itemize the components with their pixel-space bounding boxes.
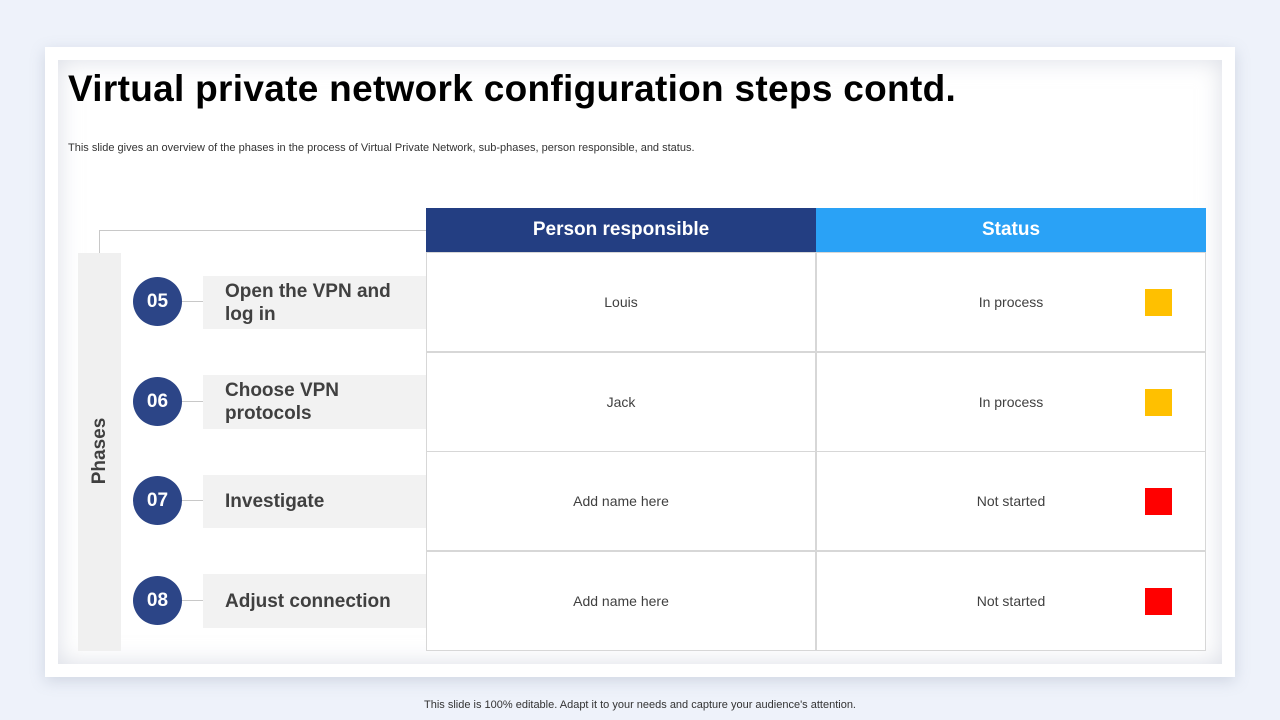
phase-label: Open the VPN and log in <box>225 280 391 325</box>
header-person-responsible: Person responsible <box>426 208 816 252</box>
status-text: Not started <box>976 493 1046 509</box>
phase-row-06: 06 Choose VPN protocols <box>121 352 426 452</box>
phases-label: Phases <box>89 417 110 485</box>
cell-status: Not started <box>816 551 1206 651</box>
phase-row-08: 08 Adjust connection <box>121 551 426 651</box>
cell-person: Add name here <box>426 551 816 651</box>
phase-box: Open the VPN and log in <box>203 276 426 329</box>
phase-label: Choose VPN protocols <box>225 380 340 424</box>
slide-footer-note: This slide is 100% editable. Adapt it to… <box>424 699 856 711</box>
header-status: Status <box>816 208 1206 252</box>
phases-bracket-line <box>99 230 427 253</box>
phase-number-badge: 05 <box>133 277 182 326</box>
cell-person: Jack <box>426 352 816 452</box>
phase-label: Adjust connection <box>225 590 391 612</box>
phase-number-badge: 08 <box>133 576 182 625</box>
phase-box: Choose VPN protocols <box>203 375 426 429</box>
cell-status: Not started <box>816 451 1206 551</box>
cell-person: Louis <box>426 252 816 352</box>
status-indicator <box>1145 389 1172 416</box>
cell-status: In process <box>816 352 1206 452</box>
phase-box: Adjust connection <box>203 574 426 628</box>
connector-line <box>181 301 206 302</box>
status-indicator <box>1145 289 1172 316</box>
connector-line <box>181 401 206 402</box>
phase-row-07: 07 Investigate <box>121 451 426 551</box>
phases-sidebar <box>78 253 121 651</box>
slide-title: Virtual private network configuration st… <box>68 68 957 109</box>
status-text: Not started <box>976 593 1046 609</box>
person-name: Add name here <box>573 593 669 609</box>
status-text: In process <box>978 394 1044 410</box>
person-name: Add name here <box>573 493 669 509</box>
phase-label: Investigate <box>225 491 325 512</box>
status-indicator <box>1145 488 1172 515</box>
cell-person: Add name here <box>426 451 816 551</box>
status-indicator <box>1145 588 1172 615</box>
connector-line <box>181 500 206 501</box>
phase-row-05: 05 Open the VPN and log in <box>121 252 426 352</box>
cell-status: In process <box>816 252 1206 352</box>
connector-line <box>181 600 206 601</box>
status-text: In process <box>978 294 1044 310</box>
phase-box: Investigate <box>203 475 426 528</box>
person-name: Louis <box>604 294 638 310</box>
phase-number-badge: 06 <box>133 377 182 426</box>
person-name: Jack <box>606 394 636 410</box>
slide-subtitle: This slide gives an overview of the phas… <box>68 142 695 154</box>
phase-number-badge: 07 <box>133 476 182 525</box>
